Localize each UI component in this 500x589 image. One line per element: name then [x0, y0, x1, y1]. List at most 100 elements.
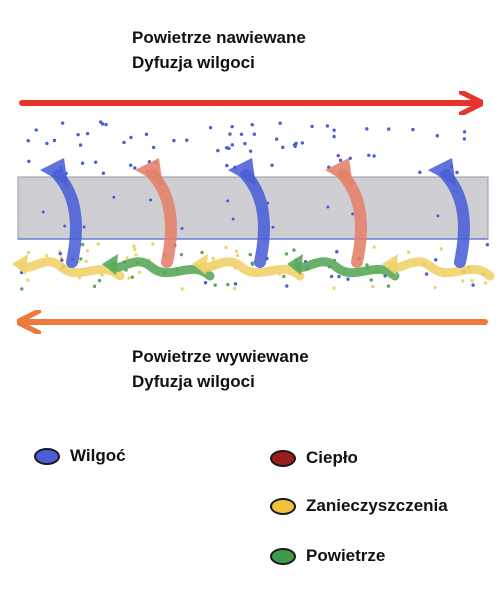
moisture-particle [239, 132, 244, 136]
moisture-particle [336, 153, 340, 158]
pollutant-flow-arrow [199, 257, 305, 281]
pollutant-flow-arrow [389, 257, 495, 281]
moisture-particle [129, 135, 133, 140]
mixed-particle [226, 282, 230, 287]
moisture-particle [185, 138, 189, 142]
flow-arrows-layer [12, 254, 495, 281]
moisture-particle [104, 122, 108, 127]
moisture-particle [101, 171, 106, 175]
mixed-particle [80, 242, 85, 247]
mixed-particle [132, 244, 136, 249]
moisture-particle [418, 170, 422, 175]
moisture-particle [270, 163, 274, 167]
moisture-particle [310, 124, 314, 129]
moisture-diffusion-arrow-head [228, 158, 256, 186]
moisture-particle [45, 141, 49, 146]
moisture-diffusion-arrow-head [428, 158, 456, 186]
legend-moisture-label: Wilgoć [70, 446, 126, 465]
supply-air-title: Powietrze nawiewane Dyfuzja wilgoci [132, 25, 306, 75]
moisture-particle [76, 132, 80, 137]
mixed-particle [130, 275, 135, 279]
legend-pollutants: Zanieczyszczenia [270, 496, 448, 516]
moisture-particle [85, 131, 90, 136]
moisture-particle [208, 125, 213, 130]
mixed-particle [250, 262, 255, 267]
moisture-particle [372, 154, 376, 158]
moisture-particle [332, 134, 336, 139]
moisture-particle [348, 156, 352, 160]
legend-pollutants-label: Zanieczyszczenia [306, 496, 448, 515]
moisture-particle [271, 225, 275, 229]
moisture-particle [332, 128, 336, 132]
pollutant-flow-arrow-head [12, 254, 28, 275]
supply-air-label: Powietrze nawiewane [132, 28, 306, 47]
moisture-particle [226, 199, 230, 203]
mixed-particle [386, 284, 391, 288]
moisture-particle [436, 214, 440, 218]
moisture-particle [365, 127, 369, 131]
moisture-particle [99, 120, 103, 124]
moisture-particle [248, 149, 253, 153]
mixed-particle [100, 273, 104, 277]
mixed-particle [151, 242, 155, 246]
diffusion-arrows-layer [40, 158, 470, 268]
moisture-particle [82, 225, 86, 229]
mixed-particle [85, 249, 90, 253]
exhaust-diffusion-label: Dyfuzja wilgoci [132, 372, 255, 391]
moisture-particle [325, 124, 330, 128]
legend-air-label: Powietrze [306, 546, 386, 565]
moisture-swatch-icon [34, 447, 60, 465]
legend-moisture: Wilgoć [34, 446, 126, 466]
mixed-particle [133, 247, 137, 252]
air-flow-arrow [294, 257, 400, 281]
moisture-particle [26, 139, 30, 143]
moisture-particle [462, 137, 467, 141]
mixed-particle [234, 249, 239, 253]
moisture-particle [338, 158, 343, 163]
moisture-particle [274, 137, 279, 141]
pollutant-flow-arrow-head [192, 254, 208, 275]
moisture-particle [151, 145, 156, 150]
mixed-particle [329, 274, 334, 279]
mixed-particle [439, 247, 444, 251]
mixed-particle [92, 284, 97, 289]
mixed-particle [371, 284, 375, 289]
moisture-particle [52, 138, 57, 143]
moisture-particle [34, 128, 38, 132]
moisture-particle [300, 141, 305, 145]
moisture-particle [129, 163, 133, 167]
moisture-particle [144, 132, 149, 137]
mixed-particle [180, 287, 185, 291]
moisture-particle [93, 160, 98, 164]
pollutant-flow-arrow [19, 257, 125, 281]
moisture-particle [411, 127, 415, 132]
mixed-particle [337, 274, 341, 279]
mixed-particle [125, 256, 129, 260]
air-flow-arrow [109, 257, 215, 281]
moisture-particle [224, 146, 229, 150]
moisture-particle [216, 148, 220, 153]
mixed-particle [406, 250, 411, 254]
mixed-particle [369, 278, 373, 282]
moisture-particle [386, 127, 391, 131]
moisture-particle [80, 161, 85, 165]
mixed-particle [200, 250, 204, 255]
moisture-particle [172, 138, 176, 143]
mixed-particle [233, 282, 238, 286]
mixed-particle [335, 250, 339, 254]
exhaust-air-title: Powietrze wywiewane Dyfuzja wilgoci [132, 344, 309, 394]
moisture-particle [455, 170, 459, 175]
moisture-particle [133, 166, 137, 170]
air-swatch-icon [270, 547, 296, 565]
mixed-particle [44, 254, 49, 258]
pollutants-swatch-icon [270, 497, 296, 515]
moisture-particle [230, 143, 235, 147]
mixed-particle [127, 276, 131, 280]
moisture-particle [367, 153, 371, 157]
legend-heat: Ciepło [270, 448, 358, 468]
mixed-particle [424, 272, 429, 276]
mixed-particle [292, 248, 296, 252]
moisture-particle [252, 132, 257, 136]
mixed-particle [346, 277, 350, 281]
moisture-particle [293, 144, 297, 149]
